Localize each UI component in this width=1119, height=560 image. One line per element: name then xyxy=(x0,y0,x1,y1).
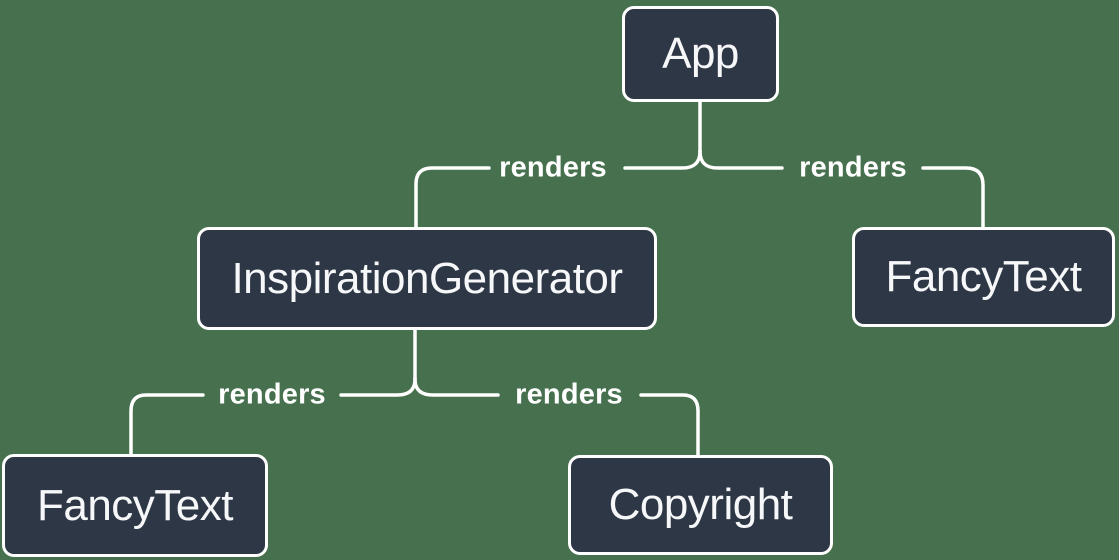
node-copyright-label: Copyright xyxy=(608,480,793,529)
node-app: App xyxy=(622,6,779,102)
node-inspiration-generator-label: InspirationGenerator xyxy=(231,253,623,303)
edge-app-stem xyxy=(623,100,784,170)
edge-inspiration-generator-copyright xyxy=(639,393,700,457)
edge-inspiration-generator-fancy-text xyxy=(129,393,205,456)
node-fancy-text-top: FancyText xyxy=(852,227,1115,327)
edge-app-inspiration-generator xyxy=(414,166,491,229)
edge-label-renders-inspiration-generator-fancy-text: renders xyxy=(218,378,326,411)
edge-label-renders-app-inspiration-generator: renders xyxy=(499,151,607,184)
edge-label-renders-app-fancy-text: renders xyxy=(799,151,907,184)
node-fancy-text-top-label: FancyText xyxy=(885,252,1082,301)
node-app-label: App xyxy=(662,29,739,78)
node-fancy-text-bottom-label: FancyText xyxy=(36,480,234,530)
edge-app-fancy-text xyxy=(921,166,985,229)
edge-label-renders-inspiration-generator-copyright: renders xyxy=(515,378,623,411)
node-inspiration-generator: InspirationGenerator xyxy=(197,227,657,330)
edge-inspiration-generator-stem xyxy=(339,328,500,397)
node-fancy-text-bottom: FancyText xyxy=(2,454,268,557)
node-copyright: Copyright xyxy=(568,455,833,555)
